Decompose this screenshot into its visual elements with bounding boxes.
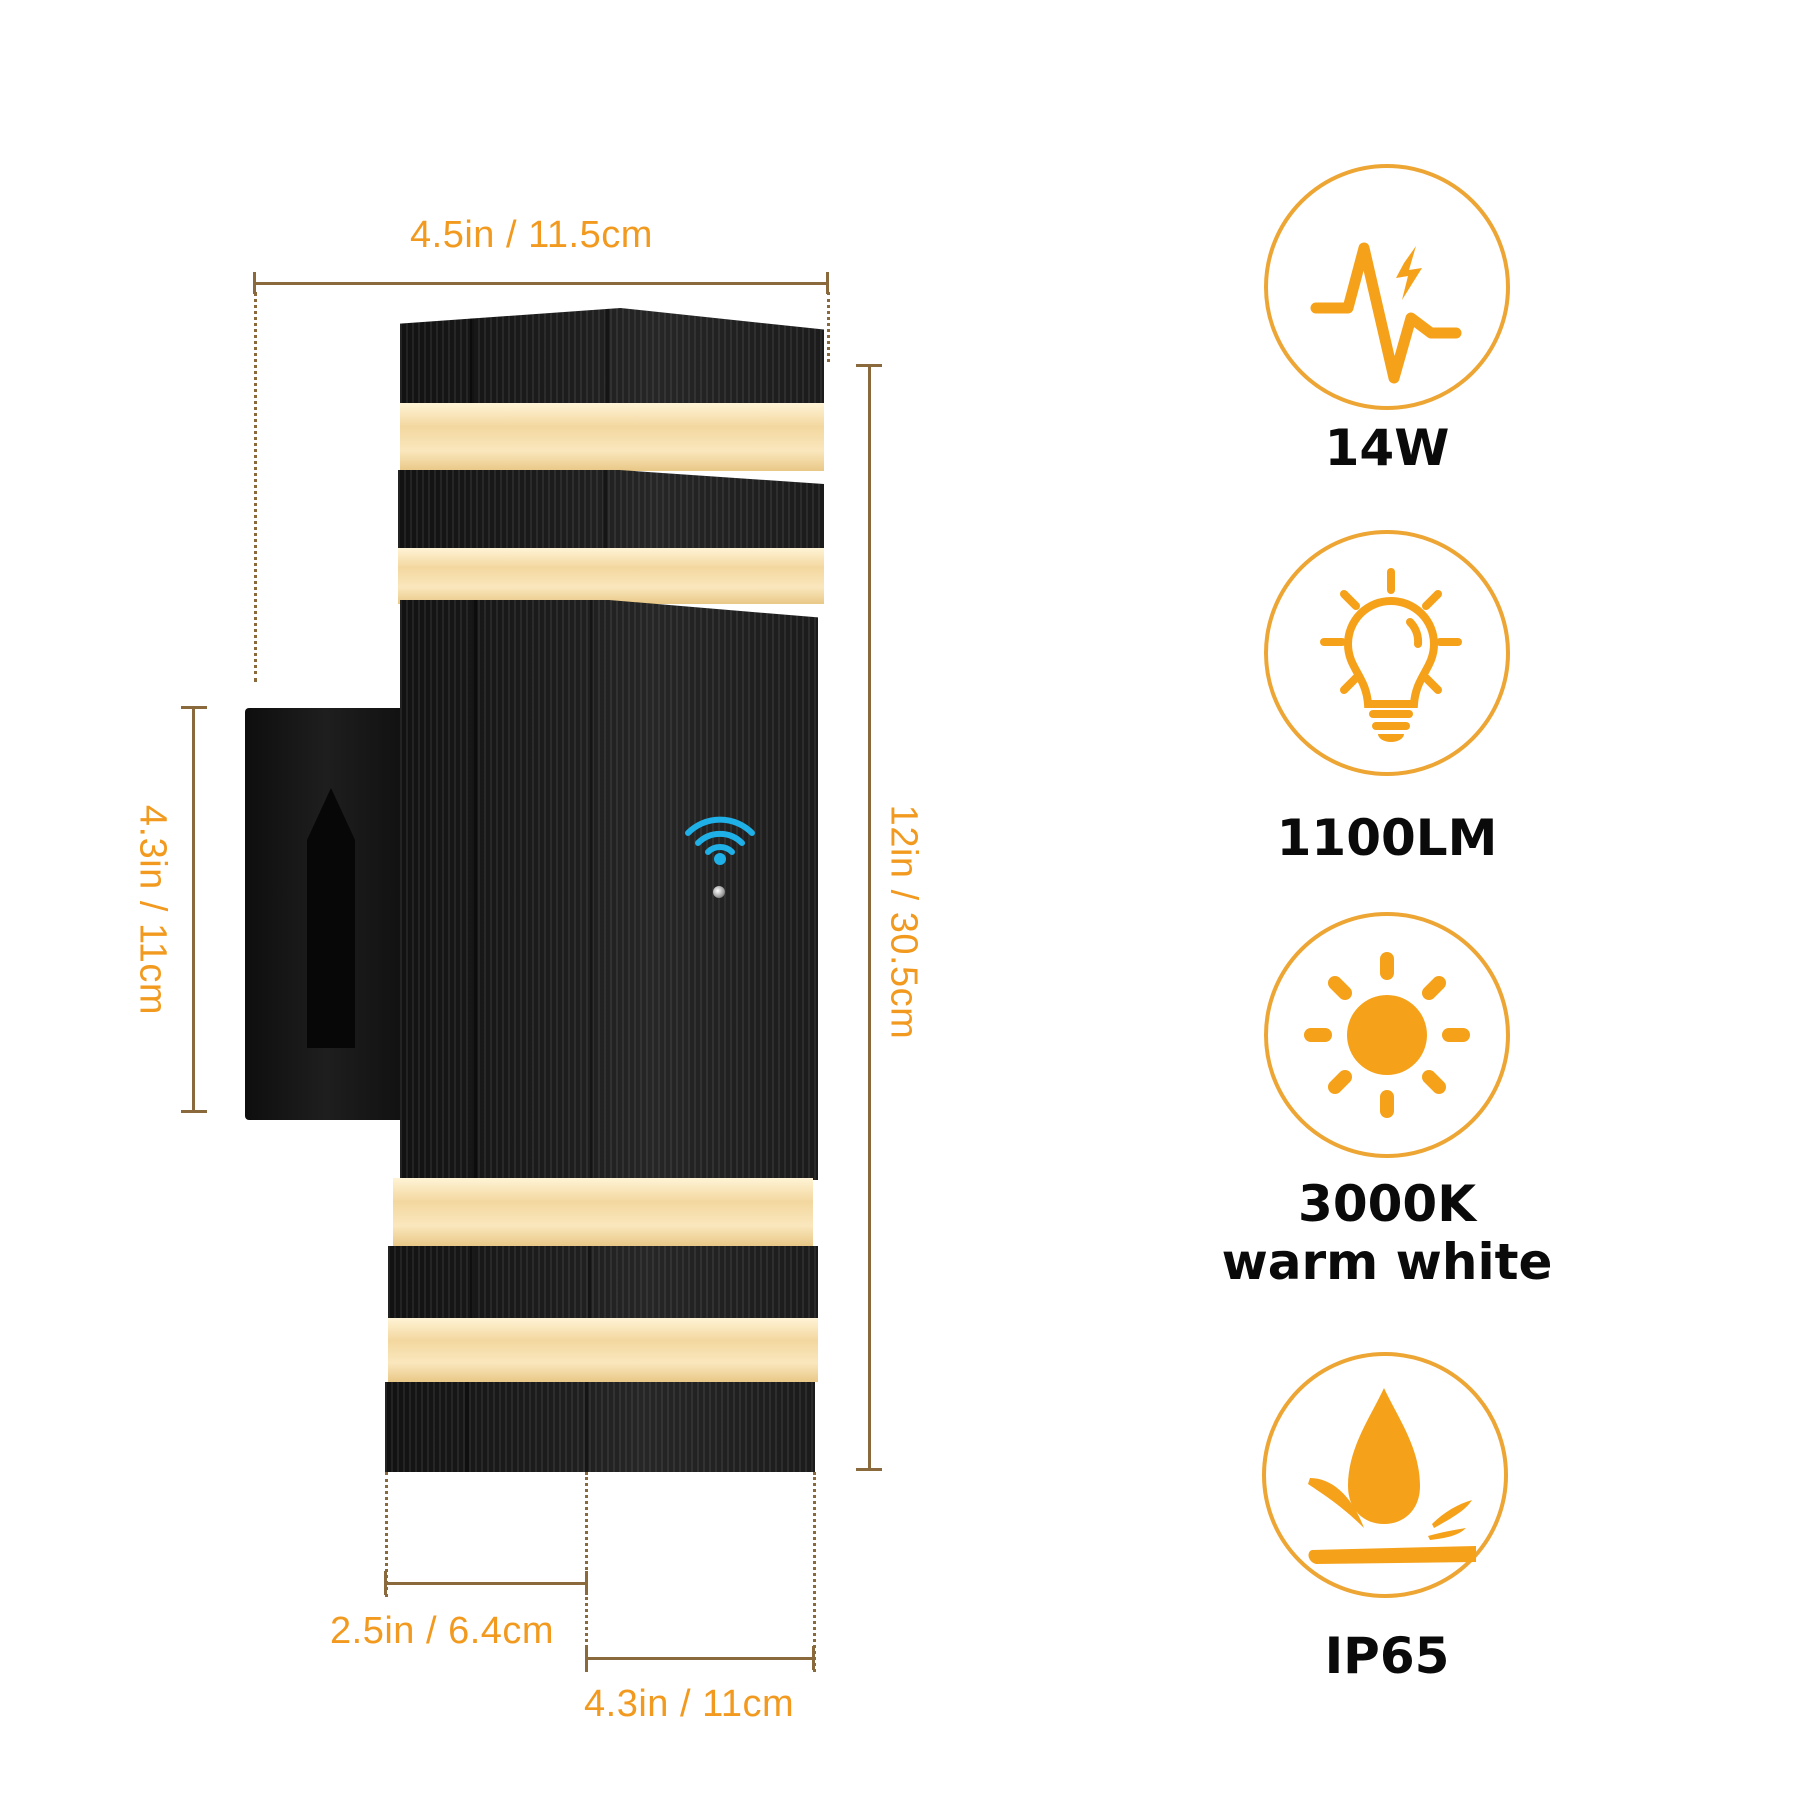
depth-front-tick-left [585,1646,588,1670]
lamp-bottom-light-band-1 [393,1178,813,1246]
water-drop-splash-icon [1308,1388,1476,1564]
lamp-top-light-band-2 [398,548,824,604]
motion-sensor [680,805,760,905]
depth-front-dimension-label: 4.3in / 11cm [584,1683,795,1725]
depth-back-dimension-label: 2.5in / 6.4cm [330,1610,555,1652]
depth-front-dimension-line [587,1657,813,1660]
lamp-bottom-light-band-2 [388,1318,818,1382]
spec-power-ring [1264,164,1510,410]
height-dimension-tick-bottom [856,1468,882,1471]
mount-dimension-tick-top [181,706,207,709]
sensor-indicator-dot [713,886,725,898]
wifi-sensor-icon [685,816,755,865]
power-pulse-icon [1310,242,1462,384]
height-dimension-tick-top [856,364,882,367]
spec-lumen-label: 1100LM [1276,809,1498,867]
spec-waterproof-label: IP65 [1324,1627,1450,1685]
lamp-top-cap [400,308,824,406]
width-dimension-label: 4.5in / 11.5cm [410,214,653,256]
depth-back-tick-left [384,1571,387,1595]
spec-color-temp-label: 3000K [1298,1175,1476,1233]
spec-color-temp-ring [1264,912,1510,1158]
height-dimension-line [868,365,871,1470]
mount-dimension-tick-bottom [181,1110,207,1113]
depth-guide-front [813,1472,816,1672]
spec-waterproof-ring [1262,1352,1508,1598]
spec-lumen-ring [1264,530,1510,776]
sun-icon [1304,952,1470,1118]
depth-guide-back [385,1472,388,1597]
width-dimension-line [253,282,828,285]
lamp-bottom-ring [388,1246,818,1318]
width-dimension-tick-right [826,272,829,294]
light-bulb-icon [1320,568,1462,742]
depth-back-tick-right [585,1571,588,1595]
spec-color-temp-sublabel: warm white [1221,1233,1553,1291]
spec-power-label: 14W [1324,419,1450,477]
width-guide-left [254,292,257,682]
lamp-bottom-cap [385,1382,815,1472]
depth-back-dimension-line [385,1582,587,1585]
wall-mount-plate [245,708,405,1120]
lamp-main-body [400,600,818,1180]
width-dimension-tick-left [253,272,256,294]
lamp-top-light-band-1 [400,403,824,471]
lamp-top-ring [398,470,824,548]
mount-dimension-line [192,707,195,1112]
width-guide-right [827,292,830,362]
mount-bracket-detail [307,788,355,1048]
depth-front-tick-right [812,1646,815,1670]
